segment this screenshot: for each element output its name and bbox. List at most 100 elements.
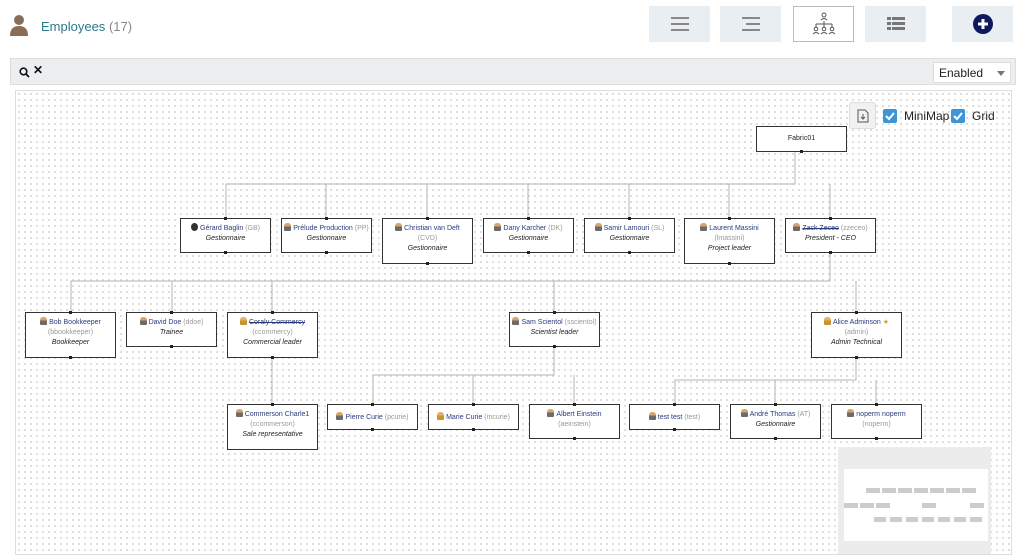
connector-dot [728, 217, 731, 220]
add-employee-button[interactable] [952, 6, 1013, 42]
tree-list-view-button[interactable] [720, 6, 781, 42]
minimap[interactable] [838, 447, 991, 554]
org-chart-connectors [70, 151, 877, 404]
minimap-node [922, 503, 936, 508]
minimap-node [876, 503, 890, 508]
connector-dot [573, 437, 576, 440]
minimap-node [874, 517, 886, 522]
org-node[interactable]: Samir Lamouri (SL) Gestionnaire [584, 217, 675, 254]
node-login: (ddoe) [183, 319, 204, 326]
connector-dot [673, 428, 676, 431]
node-name: Marie Curie [446, 414, 483, 421]
node-name: noperm noperm [856, 411, 906, 418]
connector-dot [527, 217, 530, 220]
avatar [40, 317, 48, 325]
org-node[interactable]: Coraly Commercy (ccommercy) Commercial l… [227, 311, 318, 359]
org-node[interactable]: Laurent Massini (lmassini) Project leade… [684, 217, 775, 265]
node-name: Commerson Charle1 [244, 411, 310, 418]
status-select[interactable]: Enabled [933, 62, 1011, 83]
org-node[interactable]: Dany Karcher (DK) Gestionnaire [483, 217, 574, 254]
org-node[interactable]: noperm noperm (noperm) [831, 403, 922, 440]
node-login: (bbookkeeper) [47, 329, 94, 336]
org-node[interactable]: Prélude Production (PP) Gestionnaire [281, 217, 372, 254]
minimap-checkbox[interactable] [883, 109, 897, 123]
table-icon [886, 17, 905, 30]
minimap-node [930, 488, 944, 493]
avatar [823, 317, 831, 325]
avatar [235, 409, 243, 417]
page-title[interactable]: Employees (17) [41, 19, 132, 34]
org-node[interactable]: David Doe (ddoe) Trainee [126, 311, 217, 348]
connector-dot [628, 217, 631, 220]
avatar [336, 412, 344, 420]
connector-dot [69, 311, 72, 314]
minimap-viewport[interactable] [844, 469, 988, 541]
checkmark-icon [885, 112, 895, 121]
search-icon[interactable] [19, 67, 30, 78]
node-title: Scientist leader [530, 329, 579, 336]
minimap-node [860, 503, 874, 508]
avatar [847, 409, 855, 417]
page-title-text[interactable]: Employees [41, 19, 106, 34]
node-login: (test) [684, 414, 701, 421]
clear-filter-icon[interactable]: ✕ [33, 63, 44, 77]
connector-dot [628, 251, 631, 254]
minimap-node [970, 503, 984, 508]
grid-checkbox[interactable] [951, 109, 965, 123]
org-node[interactable]: Pierre Curie (pcurie) [327, 403, 418, 431]
org-node[interactable]: Albert Einstein (aeinstein) [529, 403, 620, 440]
node-name: Bob Bookkeeper [49, 319, 101, 326]
minimap-node [954, 517, 966, 522]
avatar [740, 409, 748, 417]
org-node[interactable]: Marie Curie (mcurie) [428, 403, 519, 431]
connector-dot [271, 356, 274, 359]
org-chart-view-button[interactable] [793, 6, 854, 42]
avatar [494, 223, 502, 231]
org-node[interactable]: Alice Adminson ★ (admin) Admin Technical [811, 311, 902, 359]
node-name: Prélude Production [293, 225, 353, 232]
list-view-button[interactable] [649, 6, 710, 42]
minimap-node [906, 517, 918, 522]
connector-dot [371, 403, 374, 406]
connector-dot [875, 403, 878, 406]
minimap-node [970, 517, 982, 522]
node-title: Gestionnaire [205, 235, 246, 242]
org-node[interactable]: Sam Scientol (sscientol) Scientist leade… [509, 311, 600, 348]
node-title: Trainee [159, 329, 184, 336]
org-node[interactable]: test test (test) [629, 403, 720, 431]
node-title: Admin Technical [830, 339, 883, 346]
connector-dot [271, 403, 274, 406]
export-button[interactable] [849, 102, 876, 129]
node-title: Project leader [707, 245, 752, 252]
connector-dot [426, 217, 429, 220]
connector-dot [855, 311, 858, 314]
checkmark-icon [953, 112, 963, 121]
node-login: (lmassini) [714, 235, 745, 242]
connector-dot [553, 345, 556, 348]
connector-dot [426, 262, 429, 265]
connector-dot [774, 437, 777, 440]
user-icon [10, 15, 28, 36]
avatar [793, 223, 801, 231]
org-node[interactable]: André Thomas (AT) Gestionnaire [730, 403, 821, 440]
org-node[interactable]: Christian van Deft (CVD) Gestionnaire [382, 217, 473, 265]
org-node[interactable]: Zack Zeceo (zzeceo) President - CEO [785, 217, 876, 254]
download-file-icon [857, 109, 868, 122]
connector-dot [69, 356, 72, 359]
avatar [191, 223, 199, 231]
org-node[interactable]: Bob Bookkeeper (bbookkeeper) Bookkeeper [25, 311, 116, 359]
org-chart-canvas[interactable]: MiniMap Grid Fabric01 Gérard Baglin (GB)… [15, 90, 1012, 555]
filter-bar: ✕ Enabled [10, 58, 1016, 85]
connector-dot [673, 403, 676, 406]
grid-label[interactable]: Grid [972, 109, 995, 123]
org-node-root[interactable]: Fabric01 [756, 126, 847, 153]
minimap-node [844, 503, 858, 508]
table-view-button[interactable] [865, 6, 926, 42]
connector-dot [855, 356, 858, 359]
org-node[interactable]: Gérard Baglin (GB) Gestionnaire [180, 217, 271, 254]
node-name: Zack Zeceo [802, 225, 839, 232]
minimap-label[interactable]: MiniMap [904, 109, 950, 123]
connector-dot [325, 251, 328, 254]
connector-dot [325, 217, 328, 220]
org-node[interactable]: Commerson Charle1 (ccommerson) Sale repr… [227, 403, 318, 450]
